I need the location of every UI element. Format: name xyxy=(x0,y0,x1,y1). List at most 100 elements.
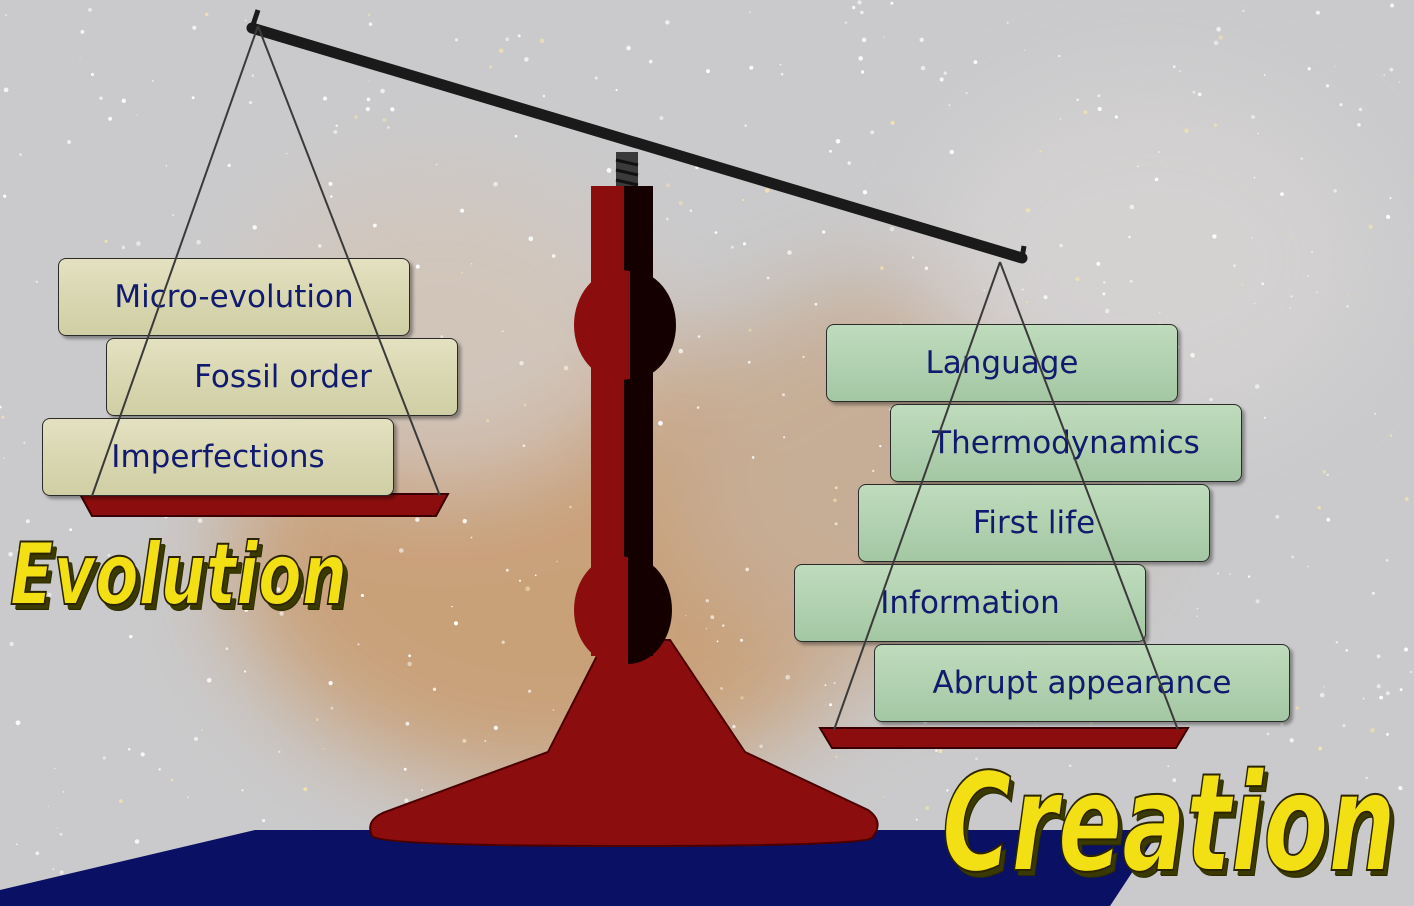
star xyxy=(107,554,111,557)
star xyxy=(1335,641,1339,644)
star xyxy=(1339,103,1343,107)
star xyxy=(1354,834,1358,838)
star xyxy=(920,65,926,71)
star xyxy=(861,37,867,43)
star xyxy=(373,223,377,228)
star xyxy=(79,57,81,59)
star xyxy=(407,661,412,667)
star xyxy=(678,348,684,354)
star xyxy=(136,241,141,246)
star xyxy=(59,870,64,875)
star xyxy=(1025,208,1030,213)
star xyxy=(62,791,65,793)
star xyxy=(129,634,133,639)
star xyxy=(322,577,325,581)
star xyxy=(505,37,510,42)
star xyxy=(1404,647,1408,652)
star xyxy=(1213,40,1219,46)
star xyxy=(25,519,30,524)
star xyxy=(328,681,333,686)
star xyxy=(1307,275,1309,277)
right-item-2-label: Thermodynamics xyxy=(932,424,1200,461)
star xyxy=(1409,670,1413,674)
star xyxy=(462,739,467,743)
star xyxy=(404,798,409,803)
star xyxy=(943,71,947,75)
star xyxy=(489,65,493,69)
star xyxy=(1253,176,1256,179)
star xyxy=(542,94,546,98)
star xyxy=(1316,291,1318,293)
star xyxy=(382,118,387,122)
star xyxy=(279,611,284,616)
star xyxy=(330,195,333,198)
star xyxy=(1247,575,1251,578)
star xyxy=(1172,778,1177,783)
star xyxy=(1255,599,1260,604)
star xyxy=(1322,470,1326,474)
star xyxy=(104,239,108,243)
star xyxy=(716,640,719,643)
star xyxy=(368,22,373,27)
star xyxy=(1317,506,1321,510)
star xyxy=(165,165,168,167)
star xyxy=(1129,204,1135,210)
star xyxy=(248,101,253,105)
star xyxy=(1291,238,1294,240)
left-pan xyxy=(78,493,450,517)
star xyxy=(1103,281,1106,284)
star xyxy=(524,57,529,62)
star xyxy=(191,96,195,100)
star xyxy=(1158,151,1160,153)
star xyxy=(52,868,55,870)
star xyxy=(523,403,527,407)
star xyxy=(787,250,792,255)
star xyxy=(1192,90,1196,94)
star xyxy=(461,271,464,274)
star xyxy=(108,116,113,121)
star xyxy=(615,88,618,92)
star xyxy=(802,355,805,359)
evolution-title: Evolution xyxy=(9,525,348,625)
star xyxy=(1006,21,1009,24)
star xyxy=(1059,243,1063,248)
star xyxy=(1376,654,1381,659)
star xyxy=(844,21,848,24)
star xyxy=(299,593,303,597)
star xyxy=(9,641,14,647)
star xyxy=(3,87,9,93)
star xyxy=(415,264,420,269)
star xyxy=(1241,283,1243,286)
star xyxy=(834,522,838,526)
star xyxy=(251,74,255,77)
star xyxy=(1257,132,1259,135)
star xyxy=(973,60,978,64)
star xyxy=(1217,572,1220,575)
star xyxy=(935,749,938,752)
star xyxy=(1275,514,1280,519)
star xyxy=(594,76,598,80)
star xyxy=(658,420,663,426)
star xyxy=(1022,288,1024,291)
star xyxy=(939,77,944,82)
star xyxy=(951,799,957,804)
star xyxy=(710,615,715,620)
star xyxy=(470,536,473,539)
star xyxy=(829,149,832,153)
star xyxy=(1386,732,1389,736)
star xyxy=(1404,497,1409,501)
star xyxy=(766,276,770,280)
star xyxy=(822,230,826,234)
star xyxy=(829,703,833,707)
star xyxy=(360,593,364,598)
star xyxy=(556,560,558,563)
star xyxy=(403,767,407,771)
star xyxy=(1266,732,1270,736)
star xyxy=(408,654,411,658)
star xyxy=(47,805,50,808)
star xyxy=(1167,765,1170,768)
star xyxy=(1261,788,1266,793)
star xyxy=(835,755,838,758)
star xyxy=(196,240,201,245)
star xyxy=(814,302,818,306)
